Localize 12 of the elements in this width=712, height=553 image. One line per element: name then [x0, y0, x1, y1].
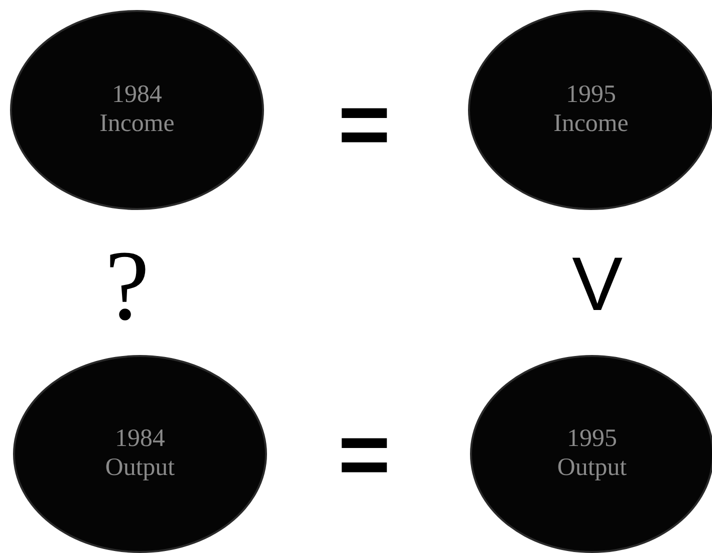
relation-symbol: = — [338, 410, 391, 500]
node-text: 1984 — [112, 81, 162, 110]
node-text: Income — [554, 110, 628, 139]
node-text: Output — [105, 454, 175, 483]
node-text: 1995 — [566, 81, 616, 110]
node-text: 1984 — [115, 425, 165, 454]
relation-symbol: ? — [105, 236, 150, 336]
relation-symbol: = — [338, 80, 391, 170]
node-text: Income — [100, 110, 174, 139]
node-text: 1995 — [567, 425, 617, 454]
node-text: Output — [557, 454, 627, 483]
relation-symbol: V — [572, 247, 623, 323]
